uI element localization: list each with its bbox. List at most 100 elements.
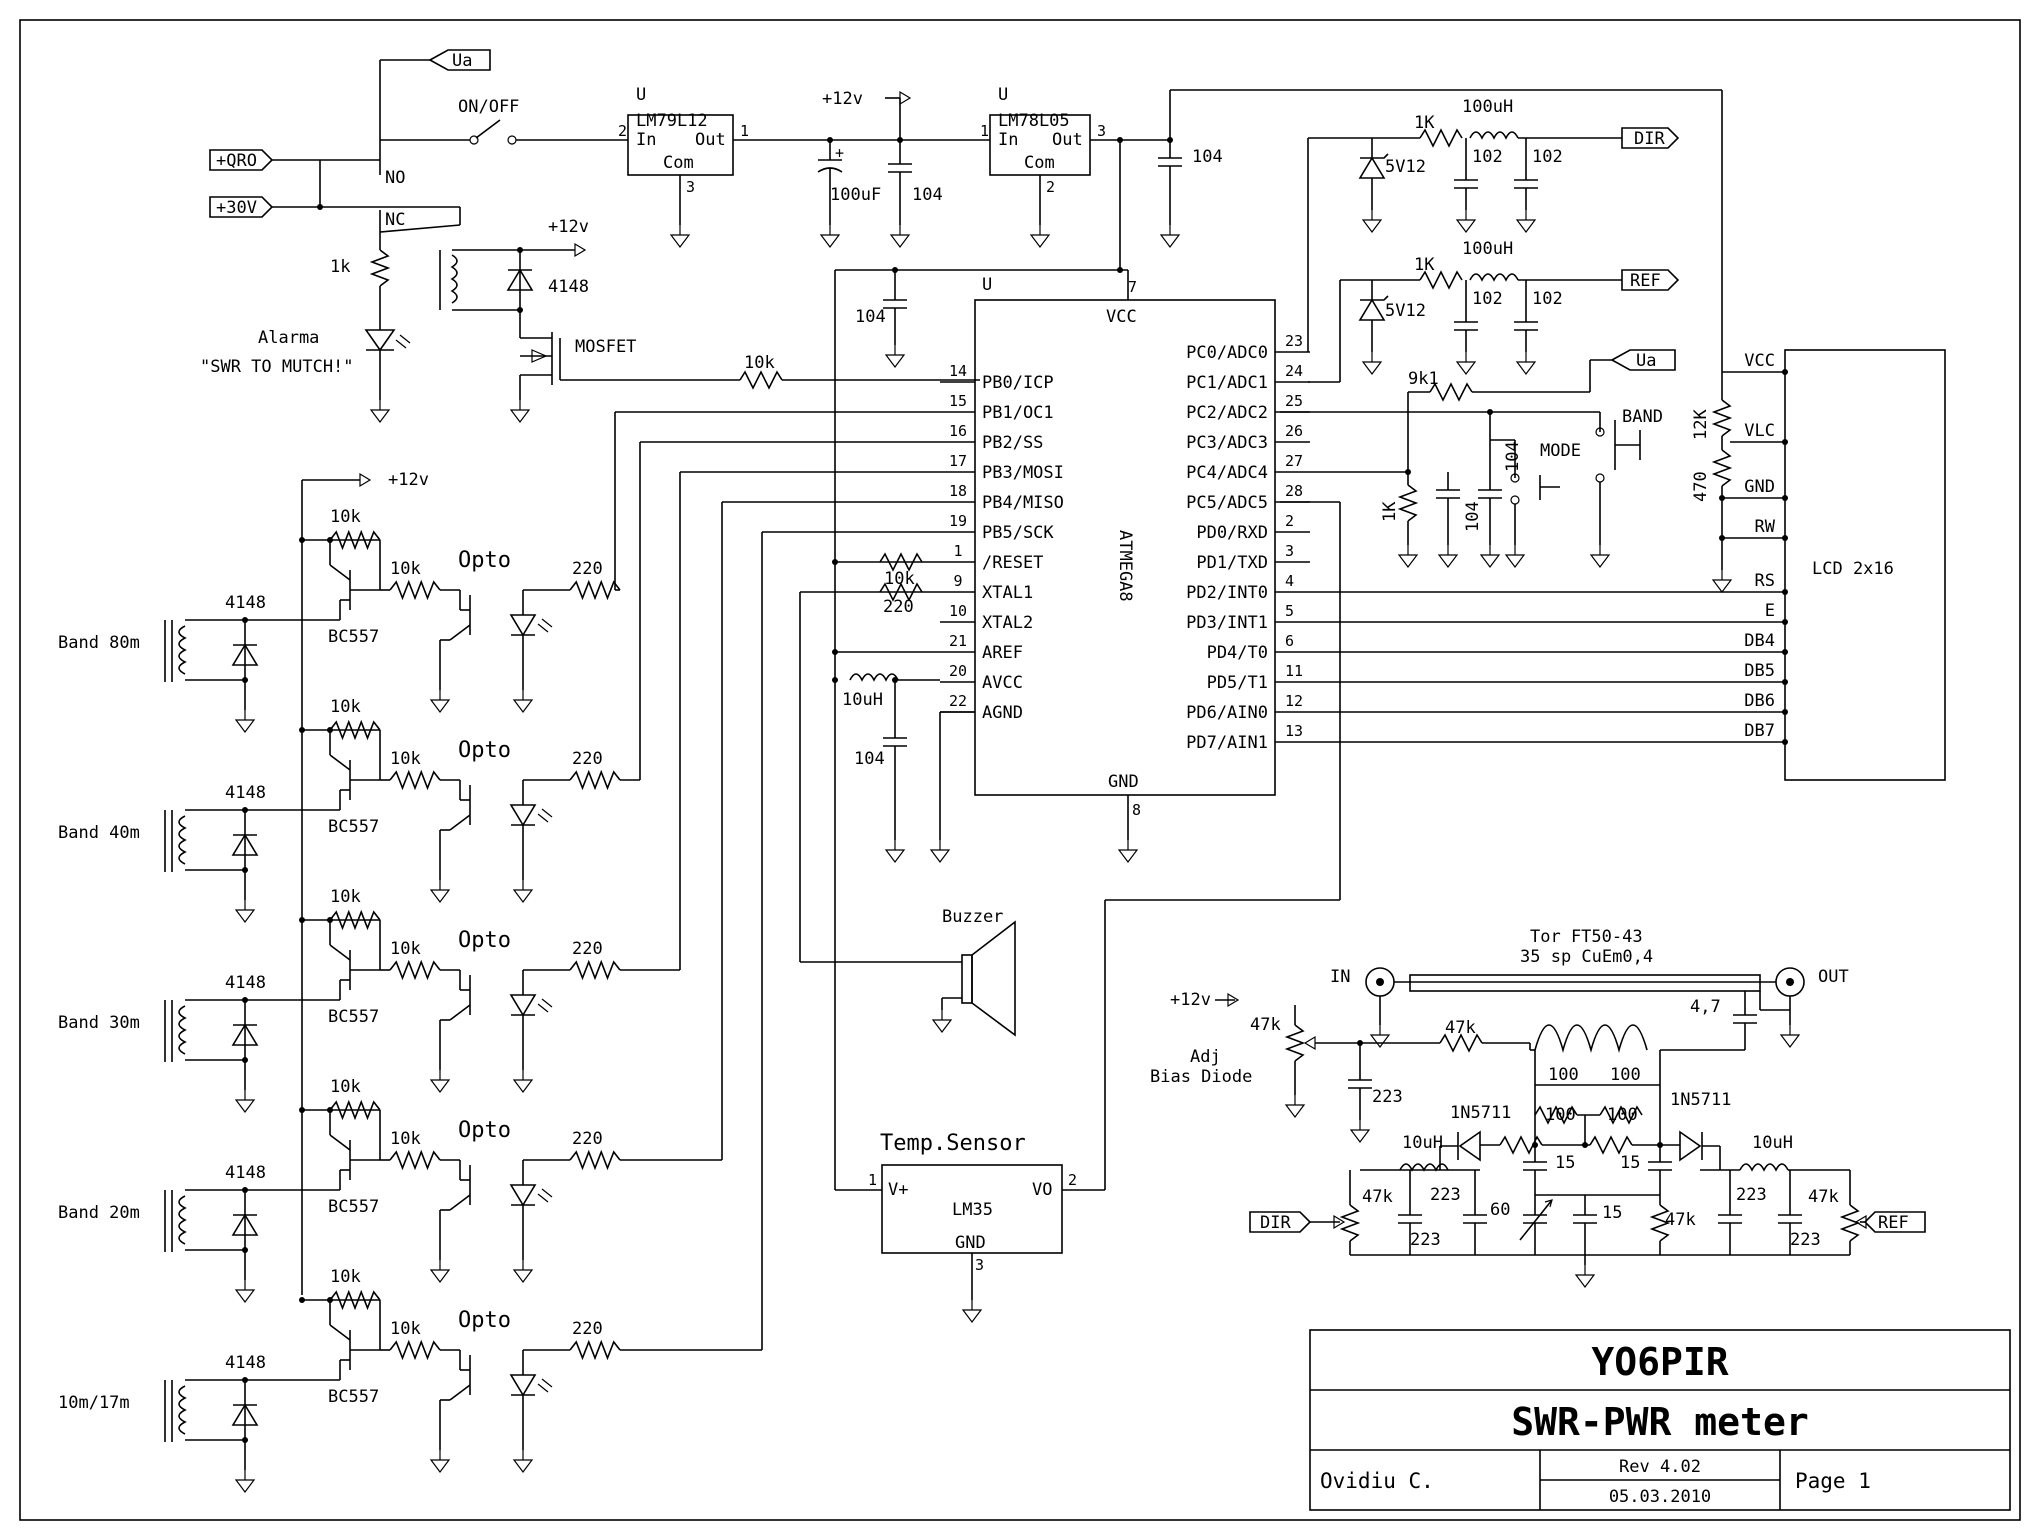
- svg-text:ATMEGA8: ATMEGA8: [1115, 530, 1135, 602]
- svg-text:3: 3: [686, 178, 695, 196]
- svg-text:LM35: LM35: [952, 1200, 993, 1220]
- resistor-label: 220: [572, 1319, 603, 1339]
- svg-text:+12v: +12v: [548, 217, 589, 237]
- transistor-label: BC557: [328, 627, 379, 647]
- svg-text:47k: 47k: [1445, 1018, 1476, 1038]
- pin-number: 9: [953, 572, 962, 590]
- svg-text:1k: 1k: [330, 257, 350, 277]
- svg-text:U: U: [636, 85, 646, 105]
- pin-number: 20: [949, 662, 967, 680]
- svg-text:223: 223: [1372, 1087, 1403, 1107]
- port-ref-bottom: [1863, 1211, 1926, 1233]
- svg-text:470: 470: [1691, 471, 1711, 502]
- transistor-label: BC557: [328, 1007, 379, 1027]
- pin-name: PD4/T0: [1207, 643, 1268, 663]
- svg-text:Ua: Ua: [452, 51, 472, 71]
- pin-number: 5: [1285, 602, 1294, 620]
- resistor-label: 10k: [330, 1077, 361, 1097]
- svg-text:9k1: 9k1: [1408, 369, 1439, 389]
- svg-text:223: 223: [1410, 1230, 1441, 1250]
- swr-bridge: Tor FT50-43 35 sp CuEm0,4 IN OUT 4,7 +12…: [1150, 927, 1926, 1288]
- svg-text:Alarma: Alarma: [258, 328, 319, 348]
- diode-label: 4148: [225, 1163, 266, 1183]
- svg-text:104: 104: [1192, 147, 1223, 167]
- pin-number: 22: [949, 692, 967, 710]
- svg-text:8: 8: [1132, 801, 1141, 819]
- pin-number: 3: [1285, 542, 1294, 560]
- pin-name: AREF: [982, 643, 1023, 663]
- band-label: Band 30m: [58, 1013, 140, 1033]
- svg-text:ON/OFF: ON/OFF: [458, 97, 519, 117]
- svg-text:Adj: Adj: [1190, 1047, 1221, 1067]
- svg-text:104: 104: [854, 749, 885, 769]
- svg-text:LCD 2x16: LCD 2x16: [1812, 559, 1894, 579]
- opto-label: Opto: [458, 738, 511, 763]
- svg-text:LM78L05: LM78L05: [998, 111, 1070, 131]
- pin-name: PC0/ADC0: [1186, 343, 1268, 363]
- svg-text:1K: 1K: [1414, 113, 1435, 133]
- svg-text:102: 102: [1472, 289, 1503, 309]
- svg-text:DIR: DIR: [1260, 1213, 1291, 1233]
- svg-text:U: U: [982, 275, 992, 295]
- temp-sensor-section: Temp.Sensor LM35 V+ VO GND 1 2 3: [835, 501, 1341, 1323]
- svg-text:LM79L12: LM79L12: [636, 111, 708, 131]
- svg-text:In: In: [636, 130, 656, 150]
- pin-number: 19: [949, 512, 967, 530]
- pin-number: 6: [1285, 632, 1294, 650]
- pin-number: 18: [949, 482, 967, 500]
- resistor-label: 10k: [390, 1129, 421, 1149]
- opto-label: Opto: [458, 1308, 511, 1333]
- svg-text:REF: REF: [1878, 1213, 1909, 1233]
- lcd-pin-db5: DB5: [1744, 661, 1775, 681]
- svg-text:Com: Com: [1024, 153, 1055, 173]
- pin-number: 10: [949, 602, 967, 620]
- port-30v: [209, 196, 274, 218]
- title-author: Ovidiu C.: [1320, 1469, 1434, 1493]
- svg-text:104: 104: [1503, 441, 1523, 472]
- lcd-module: [1784, 349, 1946, 781]
- svg-text:Out: Out: [695, 130, 726, 150]
- svg-text:223: 223: [1790, 1230, 1821, 1250]
- pin-name: XTAL2: [982, 613, 1033, 633]
- svg-text:VO: VO: [1032, 1180, 1052, 1200]
- svg-text:BAND: BAND: [1622, 407, 1663, 427]
- band-label: Band 20m: [58, 1203, 140, 1223]
- svg-text:15: 15: [1602, 1203, 1622, 1223]
- band-label: Band 80m: [58, 633, 140, 653]
- pin-name: PD2/INT0: [1186, 583, 1268, 603]
- svg-text:7: 7: [1128, 278, 1137, 296]
- pin-name: PD7/AIN1: [1186, 733, 1268, 753]
- diode-label: 4148: [225, 1353, 266, 1373]
- resistor-label: 10k: [330, 507, 361, 527]
- svg-text:12K: 12K: [1691, 409, 1711, 440]
- svg-text:V+: V+: [888, 1180, 908, 1200]
- resistor-label: 220: [572, 939, 603, 959]
- svg-text:+12v: +12v: [822, 89, 863, 109]
- resistor-label: 10k: [390, 749, 421, 769]
- svg-text:Tor FT50-43: Tor FT50-43: [1530, 927, 1643, 947]
- pin-number: 2: [1285, 512, 1294, 530]
- atmega8-chip: [974, 299, 1276, 796]
- input-section: DIR REF Ua 1K 100uH 5V12 102 102: [1280, 97, 1680, 568]
- svg-text:100: 100: [1545, 1105, 1576, 1125]
- pin-name: XTAL1: [982, 583, 1033, 603]
- pin-name: PB3/MOSI: [982, 463, 1064, 483]
- svg-text:104: 104: [912, 185, 943, 205]
- svg-text:223: 223: [1430, 1185, 1461, 1205]
- svg-text:MODE: MODE: [1540, 441, 1581, 461]
- svg-text:1K: 1K: [1414, 255, 1435, 275]
- svg-text:47k: 47k: [1362, 1187, 1393, 1207]
- pin-number: 12: [1285, 692, 1303, 710]
